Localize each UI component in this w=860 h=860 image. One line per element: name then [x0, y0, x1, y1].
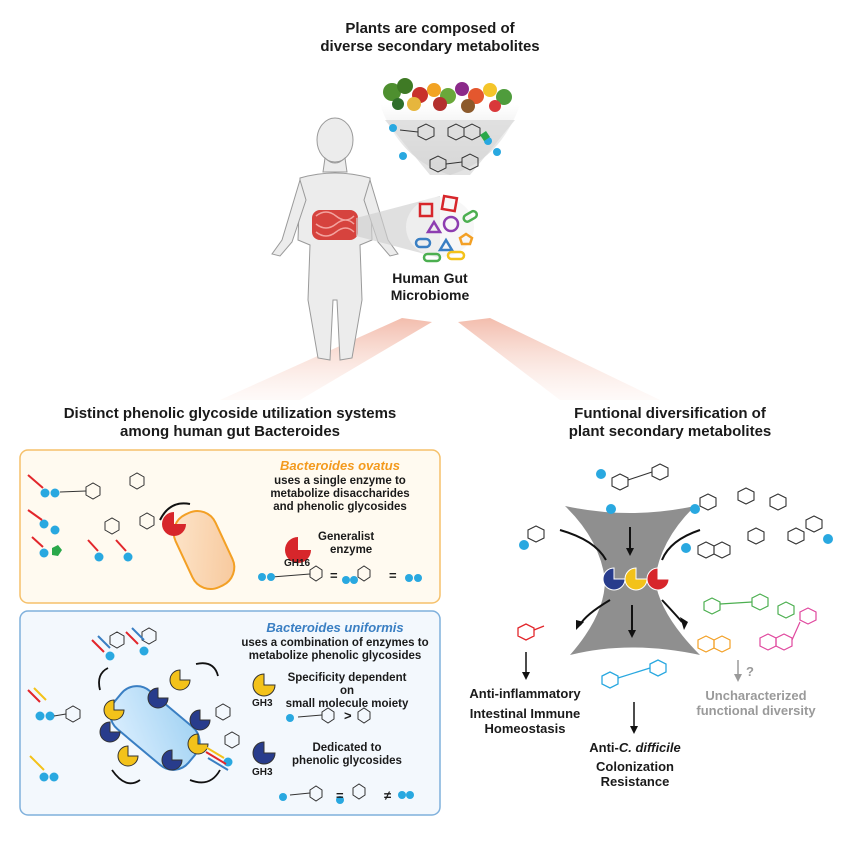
ovatus-substrates [59, 472, 155, 535]
out3-line2: functional diversity [696, 703, 816, 718]
ovatus-enzyme-line1: Generalist [318, 531, 375, 543]
pink-molecule [759, 607, 817, 651]
uniformis-enz2-family: GH3 [252, 767, 273, 778]
uniformis-eq-molecules [289, 707, 371, 802]
uniformis-desc-1: uses a combination of enzymes to [241, 637, 429, 649]
uniformis-enz1-line2: small molecule moiety [285, 698, 409, 710]
ovatus-eq-molecules [271, 565, 371, 582]
right-title-line1: Funtional diversification of [574, 405, 766, 422]
ovatus-eq2: = [389, 568, 397, 583]
ovatus-desc-3: and phenolic glycosides [273, 501, 407, 513]
ovatus-enzyme-line2: enzyme [330, 544, 373, 556]
out2-italic: C. difficile [618, 740, 681, 755]
uniformis-name: Bacteroides uniformis [266, 620, 404, 635]
outcome-uncharacterized: Uncharacterized functional diversity [676, 688, 836, 718]
right-molecules [527, 463, 823, 559]
uniformis-enz1-rel: > [344, 708, 352, 723]
outcome-anti-inflammatory: Anti-inflammatory Intestinal Immune Home… [455, 686, 595, 736]
out2-prefix: Anti- [589, 740, 619, 755]
uniformis-enz2-rel2: ≠ [384, 788, 392, 803]
ovatus-desc-1: uses a single enzyme to [274, 475, 406, 487]
right-title-line2: plant secondary metabolites [568, 423, 772, 440]
ovatus-text: Bacteroides ovatus uses a single enzyme … [245, 458, 435, 514]
out1-line1: Anti-inflammatory [469, 686, 581, 701]
microbiome-line2: Microbiome [390, 287, 470, 303]
uniformis-cell [109, 685, 201, 771]
uniformis-sugars [35, 646, 233, 782]
cyan-molecule [601, 659, 667, 689]
uniformis-substrates [53, 627, 240, 749]
uniformis-enz2-label: Dedicated to phenolic glycosides [282, 742, 412, 768]
microbiome-line1: Human Gut [392, 270, 468, 286]
outcome-anti-cdiff: Anti-C. difficile Colonization Resistanc… [560, 740, 710, 789]
uniformis-enz1-family: GH3 [252, 698, 273, 709]
top-title-line1: Plants are composed of [345, 20, 515, 37]
left-title-line2: among human gut Bacteroides [119, 423, 341, 440]
uniformis-arrows [98, 662, 221, 785]
left-title-line1: Distinct phenolic glycoside utilization … [63, 405, 397, 422]
out1-line2: Intestinal Immune [469, 706, 581, 721]
uniformis-desc-2: metabolize phenolic glycosides [248, 650, 422, 662]
intestines [312, 210, 358, 240]
out3-line1: Uncharacterized [705, 688, 807, 703]
uniformis-enz1-label: Specificity dependent on small molecule … [282, 672, 412, 711]
uniformis-enzymes [99, 669, 211, 771]
orange-molecule [697, 635, 731, 653]
microbiome-label: Human Gut Microbiome [370, 270, 490, 304]
top-title-line2: diverse secondary metabolites [320, 38, 540, 55]
red-molecule [517, 623, 545, 641]
ovatus-sugars [39, 488, 133, 562]
green-molecule [703, 593, 795, 619]
ovatus-name: Bacteroides ovatus [280, 458, 400, 473]
microbes [414, 194, 479, 263]
out2-line1: Anti-C. difficile [560, 740, 710, 755]
uniformis-enz2-line2: phenolic glycosides [292, 755, 402, 767]
uniformis-enz1-line1: Specificity dependent on [287, 672, 407, 697]
ovatus-arrows [27, 474, 127, 552]
question-mark: ? [746, 664, 754, 679]
uniformis-enz2-line1: Dedicated to [312, 742, 382, 754]
ovatus-panel [19, 449, 441, 604]
uniformis-text: Bacteroides uniformis uses a combination… [230, 620, 440, 663]
uniformis-enz2-rel1: = [336, 788, 344, 803]
ovatus-eq1: = [330, 568, 338, 583]
right-beam [458, 318, 660, 400]
food-pile [383, 78, 512, 113]
ovatus-enzyme-mark [162, 512, 186, 536]
ovatus-enzyme-label: Generalist enzyme [318, 531, 408, 557]
out2-line3: Resistance [600, 774, 670, 789]
right-section-title: Funtional diversification of plant secon… [520, 405, 820, 441]
cone-molecules [399, 123, 481, 173]
out1-line3: Homeostasis [484, 721, 566, 736]
ovatus-desc-2: metabolize disaccharides [270, 488, 410, 500]
funnel-arrowheads [576, 548, 688, 638]
uniformis-colored-arrows [27, 627, 229, 771]
ovatus-enzyme-family: GH16 [284, 558, 311, 569]
ovatus-cell [172, 510, 236, 590]
left-section-title: Distinct phenolic glycoside utilization … [20, 405, 440, 441]
top-title: Plants are composed of diverse secondary… [300, 20, 560, 56]
out2-line2: Colonization [596, 759, 674, 774]
